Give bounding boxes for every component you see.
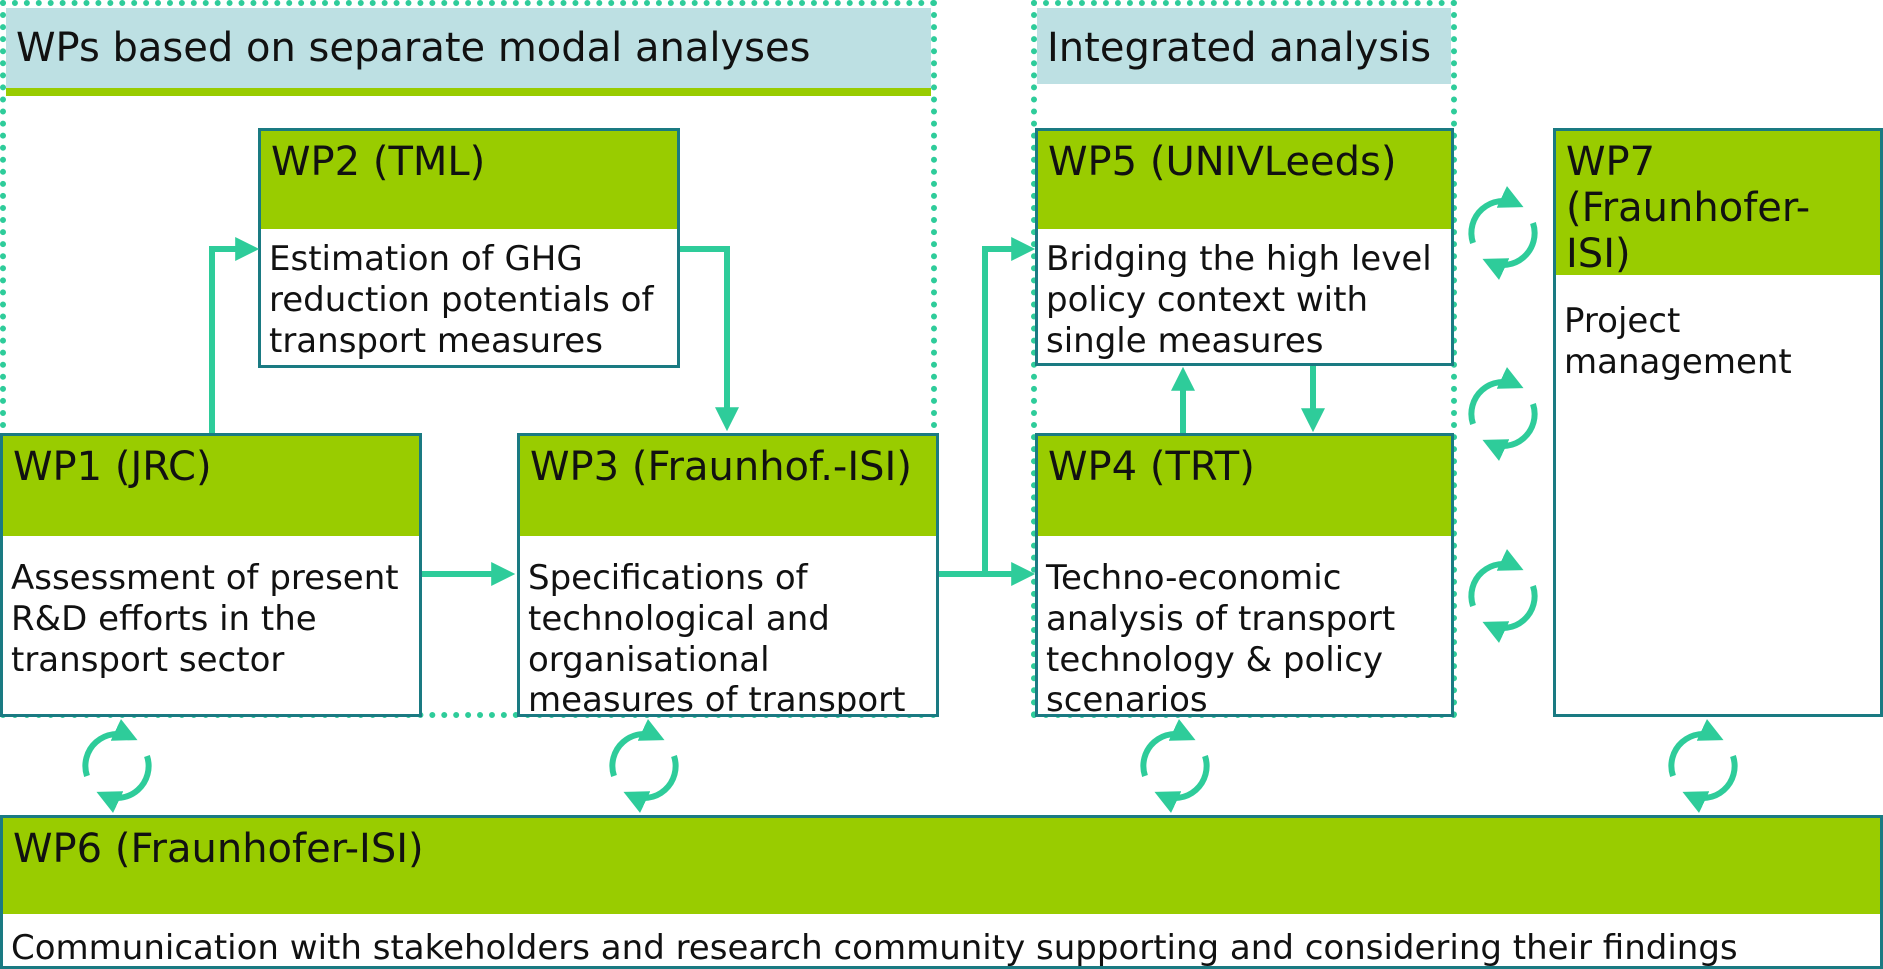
arrow-wp1-to-wp2 bbox=[209, 237, 260, 433]
wp7-wp6-cycle-icon bbox=[1671, 734, 1734, 798]
wp3-header: WP3 (Fraunhof.-ISI) bbox=[520, 436, 936, 536]
wp3-wp6-cycle-icon bbox=[612, 734, 675, 798]
wp6-box: WP6 (Fraunhofer-ISI) Communication with … bbox=[0, 815, 1883, 969]
wp3-box: WP3 (Fraunhof.-ISI) Specifications of te… bbox=[517, 433, 939, 717]
wp4-description: Techno-economic analysis of transport te… bbox=[1046, 558, 1396, 717]
modal-analyses-group bbox=[0, 0, 937, 718]
wp6-header: WP6 (Fraunhofer-ISI) bbox=[3, 818, 1880, 914]
wp4-box: WP4 (TRT) Techno-economic analysis of tr… bbox=[1035, 433, 1454, 717]
integrated-analysis-title: Integrated analysis bbox=[1037, 8, 1451, 84]
wp5-description: Bridging the high level policy context w… bbox=[1046, 239, 1432, 361]
wp7-description: Project management bbox=[1564, 301, 1792, 382]
wp2-description: Estimation of GHG reduction potentials o… bbox=[269, 239, 654, 361]
wp1-wp6-cycle-icon bbox=[85, 734, 148, 798]
wp7-box: WP7 (Fraunhofer-ISI) Project management bbox=[1553, 128, 1883, 717]
arrow-wp2-to-wp3 bbox=[680, 246, 739, 432]
wp-wp7-cycle-icon bbox=[1471, 382, 1534, 446]
wp2-header: WP2 (TML) bbox=[261, 131, 677, 229]
wp4-wp7-cycle-icon bbox=[1471, 564, 1534, 628]
arrow-wp3-to-wp5 bbox=[939, 237, 1036, 577]
wp5-header: WP5 (UNIVLeeds) bbox=[1038, 131, 1451, 229]
wp6-description: Communication with stakeholders and rese… bbox=[11, 928, 1738, 968]
wp7-header: WP7 (Fraunhofer-ISI) bbox=[1556, 131, 1880, 277]
wp5-wp7-cycle-icon bbox=[1471, 201, 1534, 265]
wp5-box: WP5 (UNIVLeeds) Bridging the high level … bbox=[1035, 128, 1454, 366]
wp1-header: WP1 (JRC) bbox=[3, 436, 419, 536]
wp4-header: WP4 (TRT) bbox=[1038, 436, 1451, 536]
wp1-description: Assessment of present R&D efforts in the… bbox=[11, 558, 399, 680]
wp4-wp6-cycle-icon bbox=[1143, 734, 1206, 798]
wp3-description: Specifications of technological and orga… bbox=[528, 558, 906, 717]
wp2-box: WP2 (TML) Estimation of GHG reduction po… bbox=[258, 128, 680, 368]
wp1-box: WP1 (JRC) Assessment of present R&D effo… bbox=[0, 433, 422, 717]
modal-analyses-title: WPs based on separate modal analyses bbox=[6, 8, 931, 96]
